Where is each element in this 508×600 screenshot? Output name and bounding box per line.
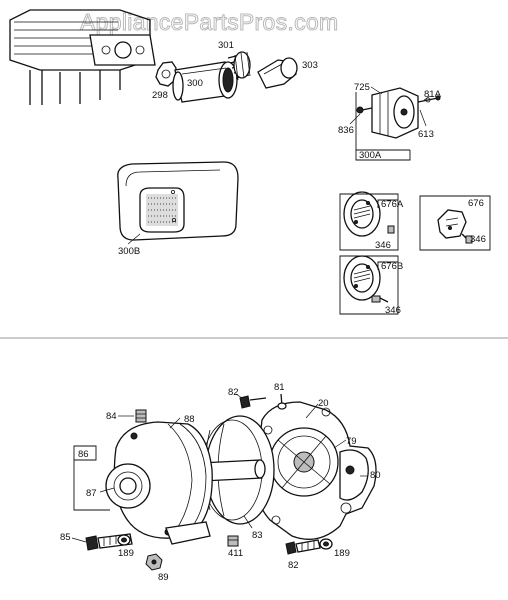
part-301-spring[interactable]: [227, 51, 251, 81]
bracket-300A: [355, 92, 411, 161]
part-300B-muffler[interactable]: [117, 161, 239, 241]
label-86: 86: [78, 449, 89, 460]
label-725: 725: [354, 82, 370, 93]
label-79: 79: [346, 436, 357, 447]
label-301: 301: [218, 40, 234, 51]
label-676A: 676A: [381, 199, 404, 210]
label-89: 89: [158, 572, 169, 583]
label-300A: 300A: [359, 150, 382, 161]
label-300: 300: [187, 78, 203, 89]
leader-79: [333, 439, 347, 449]
label-613: 613: [418, 129, 434, 140]
label-85: 85: [60, 532, 71, 543]
part-300A-muffler-assembly[interactable]: [356, 87, 441, 139]
label-81A: 81A: [424, 89, 442, 100]
label-300B: 300B: [118, 246, 140, 257]
label-82a: 82: [228, 387, 239, 398]
label-411: 411: [228, 548, 243, 559]
part-82-bolt-top[interactable]: [239, 395, 267, 409]
box-676: [419, 195, 491, 251]
site-watermark: AppliancePartsPros.com: [80, 9, 338, 35]
label-346b: 346: [470, 234, 486, 245]
leader-725: [370, 86, 383, 95]
leader-87: [99, 487, 115, 493]
part-83-clutch-drum[interactable]: [179, 415, 275, 525]
label-84: 84: [106, 411, 117, 422]
label-82b: 82: [288, 560, 299, 571]
label-189b: 189: [334, 548, 350, 559]
part-411-clip[interactable]: [227, 535, 239, 547]
label-189a: 189: [118, 548, 134, 559]
label-298: 298: [152, 90, 168, 101]
label-676B: 676B: [381, 261, 403, 272]
part-676-spark-arrester-screen[interactable]: [437, 209, 473, 244]
label-303: 303: [302, 60, 318, 71]
bracket-676A: [377, 199, 398, 208]
part-189-washer-left[interactable]: [117, 534, 131, 546]
part-81-washer[interactable]: [277, 393, 287, 410]
bracket-86: [73, 460, 110, 511]
engine-cylinder-fragment: [9, 9, 156, 105]
leader-83: [243, 515, 253, 529]
label-83: 83: [252, 530, 263, 541]
part-303-deflector-elbow[interactable]: [257, 57, 298, 89]
part-189-washer-right[interactable]: [319, 538, 333, 550]
part-300-muffler[interactable]: [172, 61, 238, 103]
leader-85: [71, 537, 87, 543]
label-20: 20: [318, 398, 329, 409]
part-82-bolt-bottom[interactable]: [285, 539, 321, 555]
leader-88: [169, 417, 181, 429]
label-346a: 346: [375, 240, 391, 251]
label-346c: 346: [385, 305, 401, 316]
label-80: 80: [370, 470, 381, 481]
label-836: 836: [338, 125, 354, 136]
label-87: 87: [86, 488, 97, 499]
leader-81A: [423, 95, 431, 101]
leader-300B: [127, 233, 141, 245]
label-676: 676: [468, 198, 484, 209]
leader-82a: [235, 393, 243, 399]
leader-613: [419, 109, 427, 127]
part-89-nut[interactable]: [145, 553, 163, 571]
leader-836: [349, 113, 361, 125]
leader-20: [305, 403, 319, 419]
part-676A-spark-arrester[interactable]: [343, 191, 395, 237]
label-88: 88: [184, 414, 195, 425]
part-86-gear-housing[interactable]: [105, 421, 213, 545]
label-81: 81: [274, 382, 285, 393]
box-676B: [339, 255, 399, 315]
box-86: [73, 445, 97, 461]
part-79-gear-case[interactable]: [254, 401, 377, 540]
box-676A: [339, 193, 399, 251]
part-84-plug[interactable]: [135, 409, 147, 423]
bracket-676B: [377, 261, 398, 270]
